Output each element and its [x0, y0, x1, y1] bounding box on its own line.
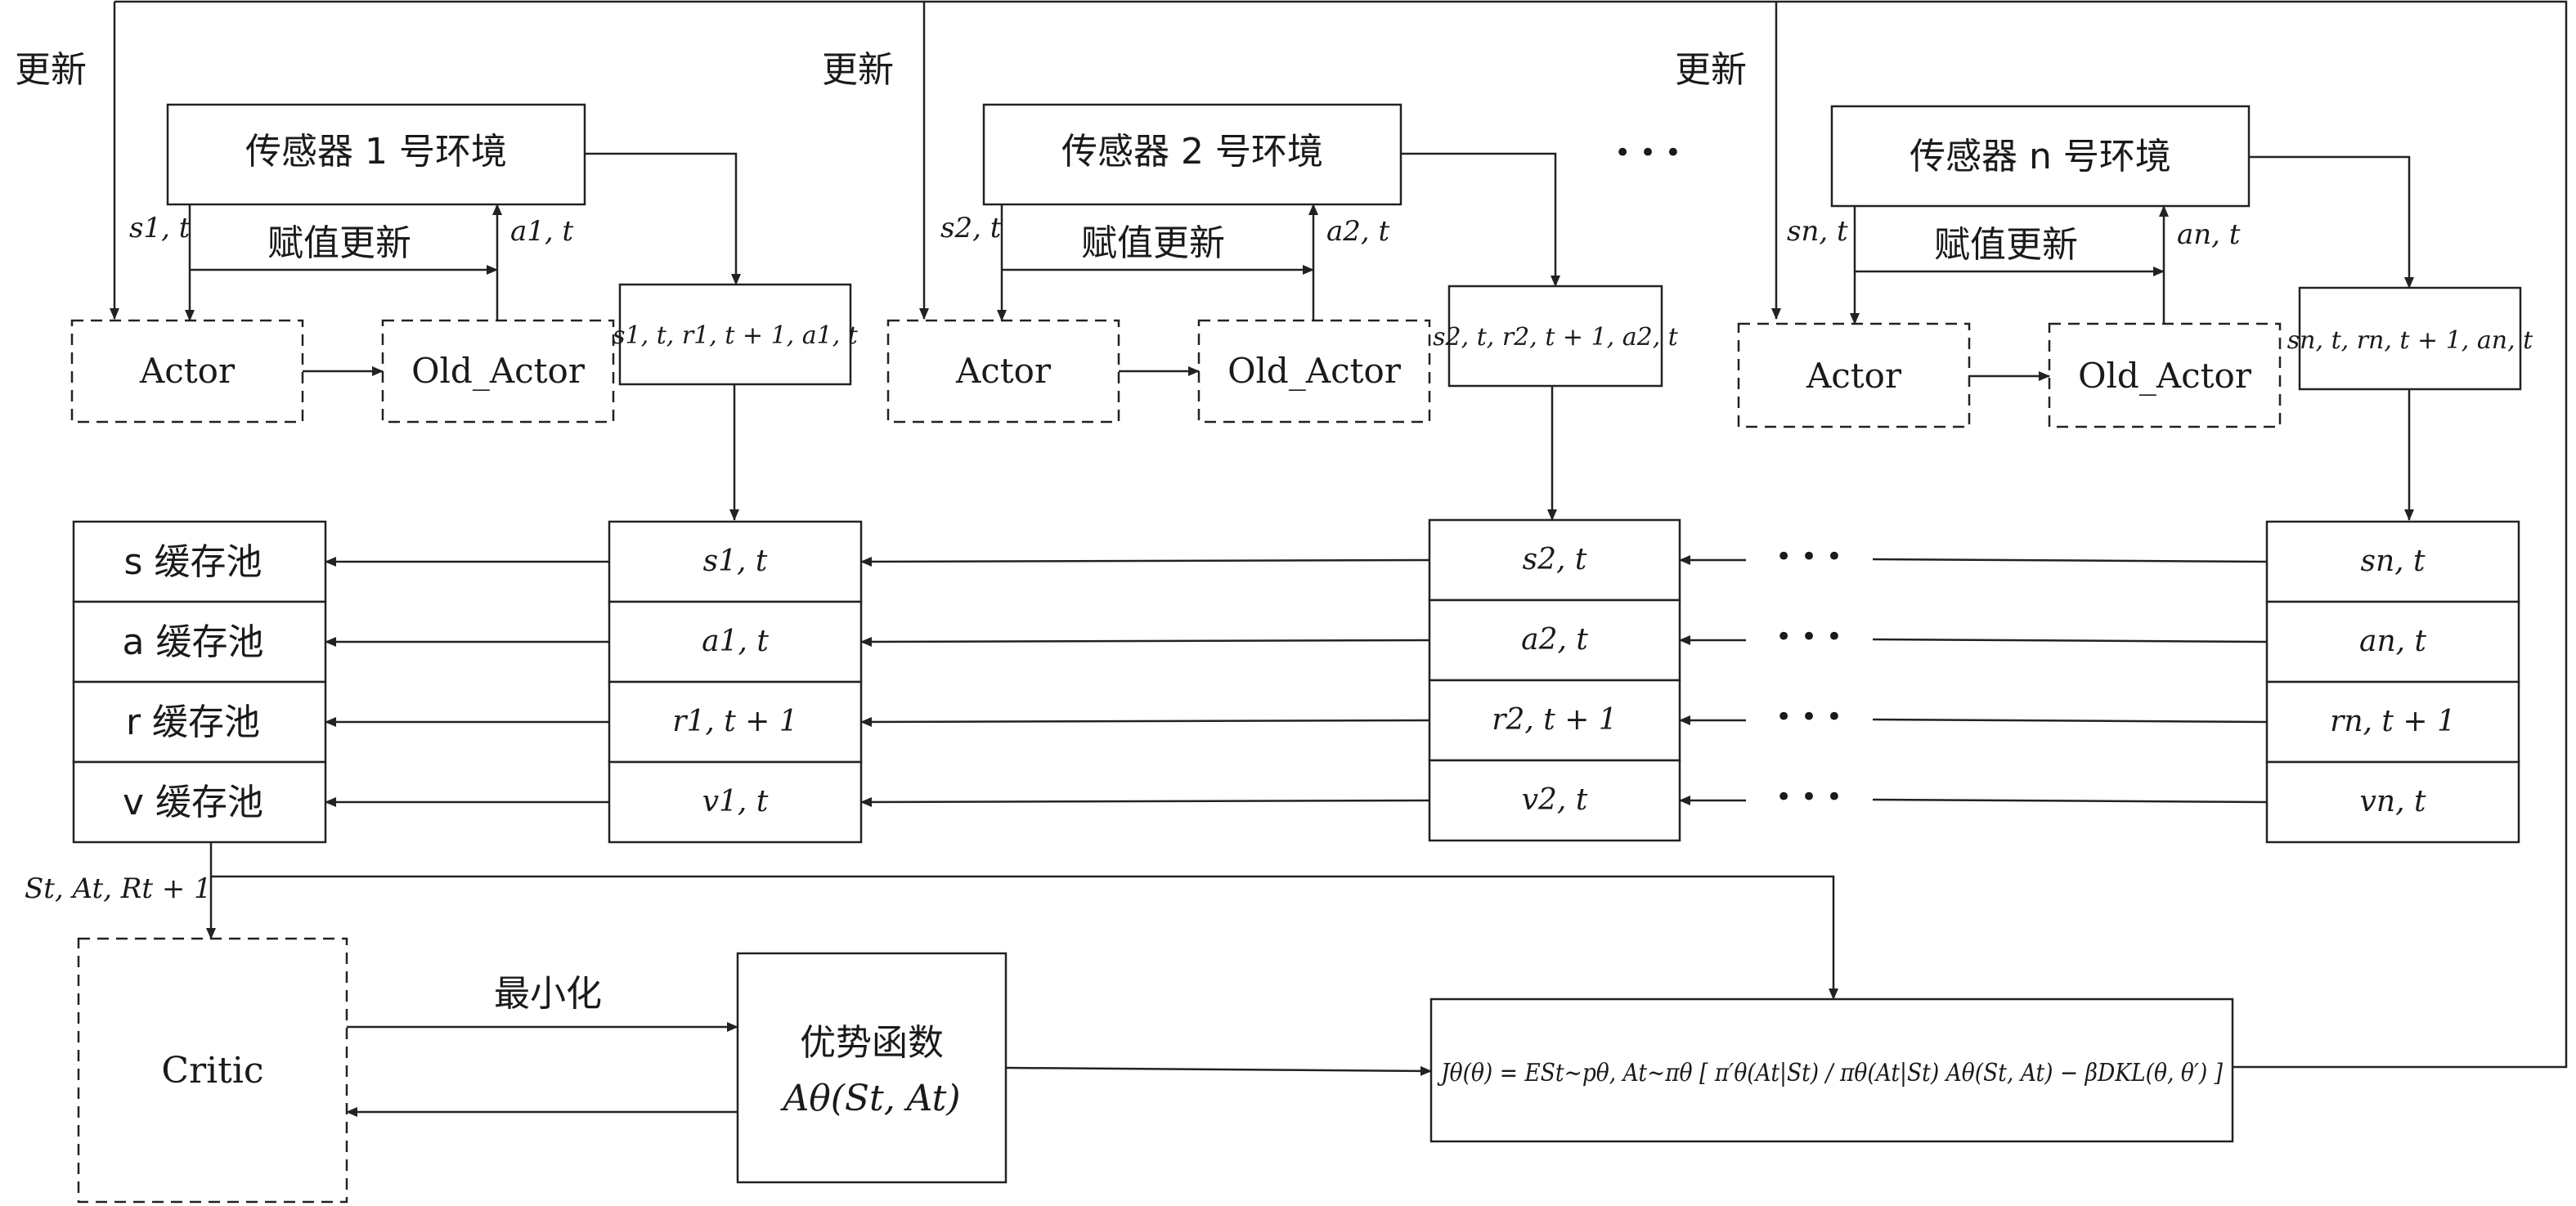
transition-box-1: [618, 283, 852, 386]
sample-label: St, At, Rt + 1: [25, 872, 212, 905]
stack-n-label-s: sn, t: [2360, 545, 2426, 578]
stack-ellipsis-r: • • •: [1775, 701, 1842, 733]
minimize-label: 最小化: [494, 973, 602, 1015]
stack-2-label-r: r2, t + 1: [1492, 703, 1617, 737]
transition-label-n: sn, t, rn, t + 1, an, t: [2287, 326, 2533, 355]
objective-formula: Jθ(θ) = ESt~pθ, At~πθ [ π′θ(At|St) / πθ(…: [1437, 1059, 2224, 1087]
action-label-n: an, t: [2177, 218, 2241, 251]
stack-2-cell-v: [1428, 759, 1681, 842]
actor-label-2: Actor: [955, 351, 1052, 391]
env-group-2: 传感器 2 号环境 s2, t a2, t 赋值更新 Actor Old_Act…: [886, 103, 1679, 521]
action-label-2: a2, t: [1326, 215, 1390, 248]
stack-n-cell-a: [2265, 600, 2520, 684]
pool-label-s: s 缓存池: [124, 541, 263, 583]
transition-box-2: [1447, 285, 1663, 388]
transition-label-2: s2, t, r2, t + 1, a2, t: [1433, 323, 1679, 352]
stack-1-label-r: r1, t + 1: [672, 705, 797, 738]
stack-2-cell-s: [1428, 518, 1681, 602]
stack-1-label-s: s1, t: [703, 545, 768, 578]
assign-update-label-2: 赋值更新: [1081, 222, 1225, 264]
state-label-n: sn, t: [1787, 215, 1848, 248]
critic-box: [77, 937, 348, 1204]
advantage-box: [736, 952, 1008, 1184]
advantage-formula: Aθ(St, At): [779, 1078, 960, 1119]
pool-label-a: a 缓存池: [123, 621, 264, 663]
stack-2-label-a: a2, t: [1521, 623, 1588, 657]
stack-n-label-a: an, t: [2359, 625, 2427, 658]
update-label-1: 更新: [15, 49, 87, 91]
env-ellipsis: • • •: [1614, 137, 1681, 169]
state-label-1: s1, t: [129, 212, 191, 244]
assign-update-label-n: 赋值更新: [1934, 224, 2078, 266]
pool-cell-r: [72, 680, 327, 764]
pool-cell-s: [72, 520, 327, 603]
pool-label-r: r 缓存池: [126, 702, 260, 743]
stack-1: s1, t a1, t r1, t + 1 v1, t: [608, 520, 863, 844]
advantage-title: 优势函数: [800, 1022, 944, 1064]
old-actor-label-2: Old_Actor: [1227, 351, 1402, 391]
state-label-2: s2, t: [940, 212, 1002, 244]
old-actor-box-2: [1197, 319, 1431, 424]
actor-label-n: Actor: [1806, 356, 1902, 396]
actor-box-1: [70, 319, 304, 424]
old-actor-box-n: [2048, 322, 2282, 428]
sensor-env-1-title: 传感器 1 号环境: [245, 131, 507, 173]
update-feedback-lines: [110, 0, 2568, 1069]
pool-label-v: v 缓存池: [123, 782, 263, 823]
buffer-pools: s 缓存池 a 缓存池 r 缓存池 v 缓存池: [72, 520, 327, 844]
assign-update-label-1: 赋值更新: [267, 222, 411, 264]
sensor-env-n-title: 传感器 n 号环境: [1910, 136, 2171, 177]
stack-1-label-a: a1, t: [702, 625, 769, 658]
stack-flow-arrows: [325, 555, 2268, 807]
stack-ellipsis-s: • • •: [1775, 540, 1842, 573]
stack-n-cell-v: [2265, 760, 2520, 844]
sensor-env-2-box: [982, 103, 1402, 206]
sensor-env-1-box: [166, 103, 586, 206]
stack-n: sn, t an, t rn, t + 1 vn, t: [2265, 520, 2520, 844]
objective-box: [1429, 998, 2234, 1143]
update-label-3: 更新: [1675, 49, 1747, 91]
old-actor-label-n: Old_Actor: [2078, 356, 2252, 396]
stack-2-label-v: v2, t: [1522, 783, 1588, 817]
stack-ellipsis-v: • • •: [1775, 781, 1842, 814]
update-label-2: 更新: [822, 49, 894, 91]
action-label-1: a1, t: [510, 215, 574, 248]
transition-box-n: [2298, 286, 2522, 391]
sensor-env-2-title: 传感器 2 号环境: [1061, 131, 1323, 173]
actor-box-2: [886, 319, 1120, 424]
stack-1-cell-r: [608, 680, 863, 764]
stack-ellipsis-a: • • •: [1775, 621, 1842, 653]
stack-n-label-r: rn, t + 1: [2330, 705, 2456, 738]
stack-2-label-s: s2, t: [1523, 543, 1587, 576]
env-group-1: 传感器 1 号环境 s1, t a1, t 赋值更新 Actor Old_Act…: [70, 103, 859, 521]
actor-label-1: Actor: [139, 351, 236, 391]
old-actor-label-1: Old_Actor: [411, 351, 586, 391]
env-group-n: 传感器 n 号环境 sn, t an, t 赋值更新 Actor Old_Act…: [1737, 105, 2533, 521]
critic-label: Critic: [161, 1050, 263, 1092]
stack-1-label-v: v1, t: [702, 785, 769, 818]
transition-label-1: s1, t, r1, t + 1, a1, t: [613, 321, 859, 350]
stack-n-label-v: vn, t: [2360, 785, 2426, 818]
stack-n-cell-r: [2265, 680, 2520, 764]
pool-cell-a: [72, 600, 327, 684]
stack-2: s2, t a2, t r2, t + 1 v2, t: [1428, 518, 1681, 842]
